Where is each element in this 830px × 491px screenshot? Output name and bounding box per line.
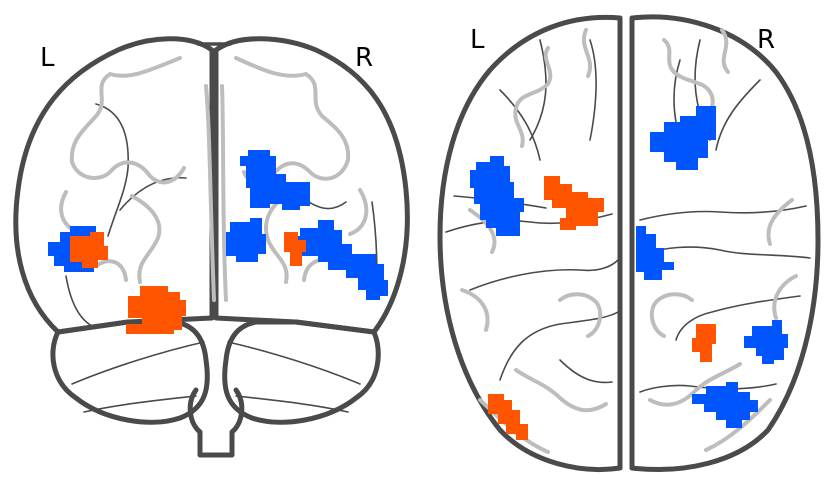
blob-coronal-left-lateral-orange [70, 232, 108, 268]
blob-axial-right-posterior-blue [692, 382, 758, 428]
blob-axial-right-anterior-blue [650, 106, 716, 170]
blob-axial-left-anterior-medial-orange [544, 176, 604, 230]
blob-axial-left-posterior-orange [488, 394, 528, 440]
blob-axial-right-posterior-lateral-blue [744, 320, 788, 364]
axial-sulci-left [460, 28, 608, 454]
coronal-cerebellum-left [50, 319, 210, 425]
axial-sulci-central-right [649, 292, 694, 338]
blob-axial-right-posterior-medial-orange [692, 324, 716, 362]
blob-coronal-right-center-orange [284, 232, 306, 266]
blob-coronal-left-inferior-orange [126, 286, 186, 334]
axial-gyral-lines-right [639, 39, 811, 393]
coronal-cerebellum-right [222, 319, 381, 425]
coronal-right-label: R [355, 43, 373, 73]
coronal-cerebellum-fissure-lower [83, 395, 349, 413]
blob-coronal-right-superior-blue [240, 150, 310, 210]
coronal-internal-line-mid [119, 176, 187, 211]
axial-right-hemisphere-outline [629, 14, 821, 472]
coronal-internal-line-left [95, 103, 129, 237]
coronal-sulci-left [59, 56, 186, 284]
coronal-cerebellum-fissure-left [71, 341, 205, 385]
axial-sulci-right [648, 28, 798, 452]
coronal-brainstem [187, 387, 245, 458]
axial-midline [618, 16, 634, 470]
coronal-left-label: L [40, 43, 55, 73]
axial-right-label: R [757, 25, 775, 55]
coronal-left-hemisphere-outline [13, 36, 215, 335]
activation-blobs [48, 106, 788, 440]
coronal-cerebellum-fissure-right [227, 341, 361, 385]
blob-coronal-right-medial-blue [226, 218, 266, 262]
axial-left-hemisphere-outline [437, 14, 623, 472]
axial-sulci-central-left [558, 292, 603, 338]
axial-left-label: L [470, 25, 485, 55]
coronal-midline-sulcus [204, 84, 228, 302]
blob-coronal-right-center-blue [286, 220, 360, 270]
blob-coronal-right-lateral-blue [342, 254, 388, 300]
blob-axial-left-anterior-lateral-blue [470, 156, 524, 236]
coronal-internal-line-left-lower [65, 275, 93, 327]
coronal-sulci-right [234, 56, 369, 284]
blob-axial-right-medial-blue [636, 226, 674, 280]
coronal-right-hemisphere-outline [213, 36, 410, 335]
